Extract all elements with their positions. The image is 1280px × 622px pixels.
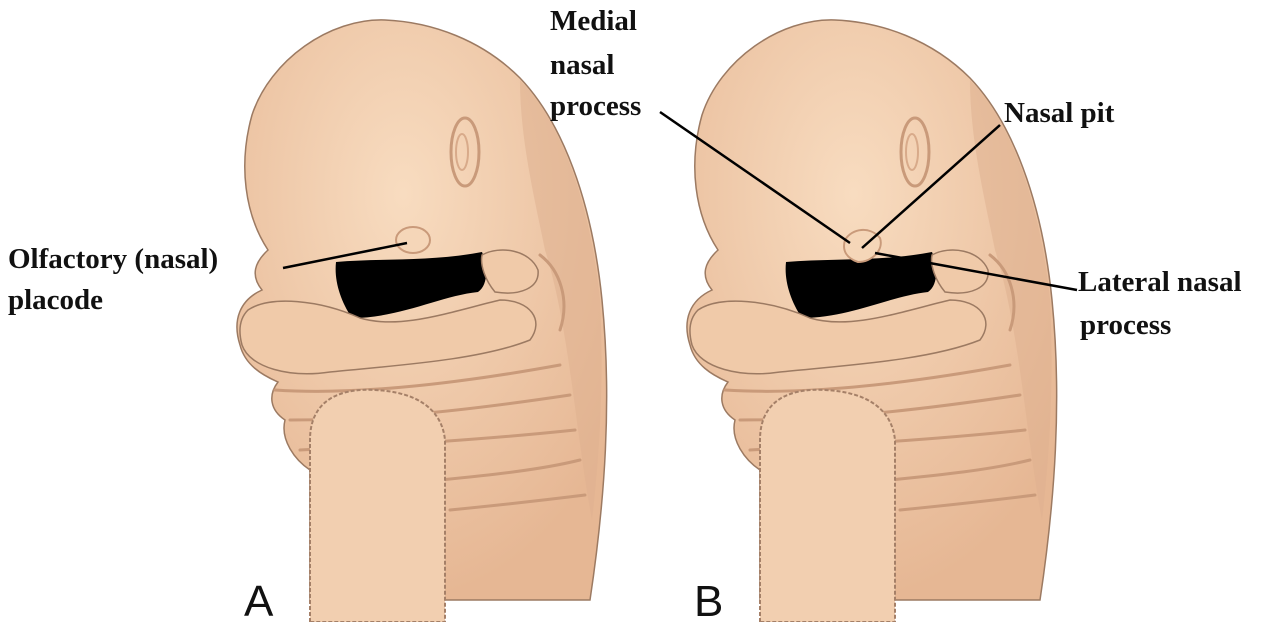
label-nasal-pit: Nasal pit xyxy=(1004,97,1115,129)
label-olfactory-placode-line2: placode xyxy=(8,284,103,316)
nasal-pit-leader-line xyxy=(861,124,1001,249)
label-lateral-line1: Lateral nasal xyxy=(1078,266,1242,298)
label-lateral-line2: process xyxy=(1080,309,1171,341)
olfactory-placode xyxy=(395,226,431,254)
lateral-process-leader-line xyxy=(874,251,1078,292)
label-olfactory-placode-line1: Olfactory (nasal) xyxy=(8,243,218,275)
label-medial-line2: nasal xyxy=(550,49,614,81)
label-medial-line3: process xyxy=(550,90,641,122)
embryo-panel-b: Medial nasal process Nasal pit Lateral n… xyxy=(550,5,1242,622)
medial-process-leader-line xyxy=(659,110,851,245)
placode-leader-line xyxy=(282,241,408,270)
panel-letter-b: B xyxy=(694,577,723,622)
panel-letter-a: A xyxy=(244,577,274,622)
label-medial-line1: Medial xyxy=(550,5,637,37)
embryo-panel-a: Olfactory (nasal) placode A xyxy=(8,18,609,622)
